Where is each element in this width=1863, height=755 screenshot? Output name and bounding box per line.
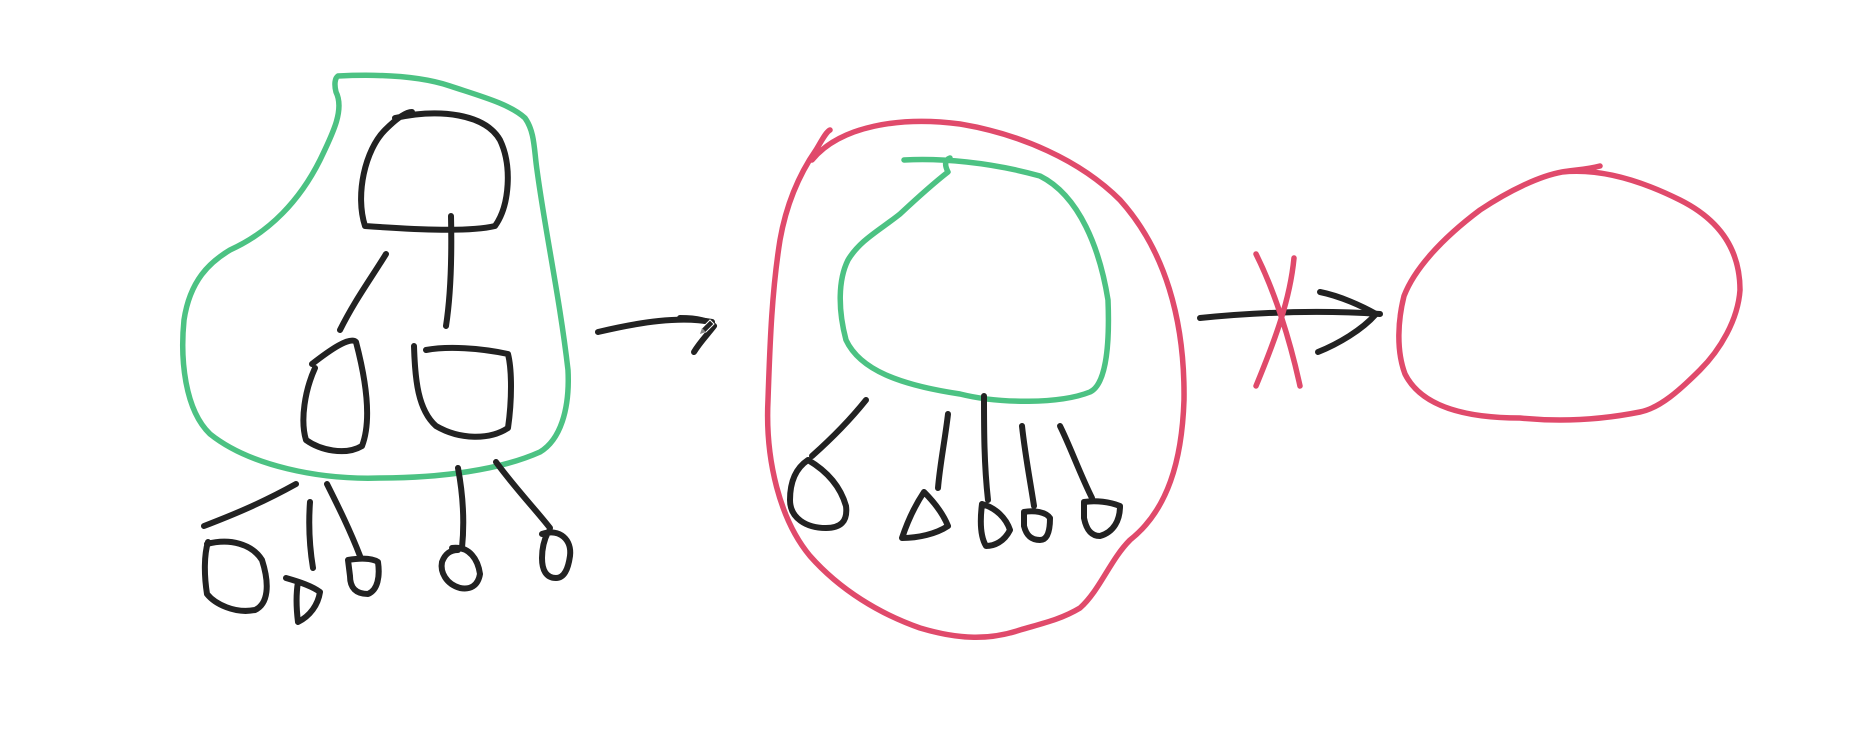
leaf-node-5 (539, 529, 574, 581)
edge-root-left (337, 251, 389, 333)
pen-cursor-icon (699, 319, 715, 335)
empty-red-enclosure (1396, 163, 1743, 423)
crossed-arrow (1197, 251, 1383, 389)
leaf-edge-2-2 (935, 411, 951, 491)
leaf-node-2-2 (899, 489, 951, 541)
root-node (358, 109, 511, 233)
arrow-2-head (1315, 289, 1379, 355)
leaf-edge-2-5 (1057, 423, 1095, 501)
tree-diagram-1 (180, 72, 574, 625)
leaf-edge-2-3 (981, 393, 991, 503)
leaf-edge-3 (324, 481, 363, 559)
cross-stroke-2 (1253, 255, 1297, 389)
red-enclosure-2 (764, 118, 1187, 640)
leaf-node-2-1 (787, 457, 850, 531)
arrow-1-head (677, 315, 717, 355)
leaf-node-2 (283, 575, 323, 625)
leaf-node-2-5 (1081, 498, 1123, 539)
leaf-edge-2 (306, 499, 316, 571)
arrow-1 (595, 315, 717, 355)
leaf-node-3 (345, 555, 382, 597)
green-node-2 (837, 155, 1112, 404)
tree-diagram-2 (764, 118, 1187, 640)
leaf-node-2-4 (1021, 508, 1053, 543)
leaf-edge-4 (455, 465, 467, 551)
left-child-node (300, 337, 371, 455)
arrow-2-shaft (1197, 308, 1383, 321)
leaf-node-2-3 (977, 501, 1013, 549)
right-child-node (411, 343, 514, 440)
green-enclosure-1 (180, 72, 571, 481)
leaf-edge-1 (201, 481, 299, 529)
leaf-node-1 (201, 538, 270, 614)
edge-root-right (443, 213, 455, 329)
leaf-edge-2-4 (1019, 423, 1037, 509)
leaf-edge-2-1 (809, 397, 869, 459)
leaf-edge-5 (493, 459, 553, 531)
leaf-node-4 (438, 544, 483, 592)
